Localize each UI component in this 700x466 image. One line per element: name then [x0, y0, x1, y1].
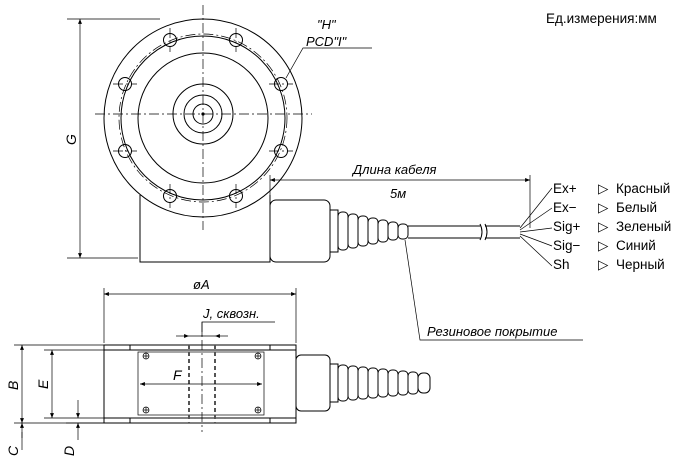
- d-label: D: [61, 446, 77, 456]
- cable-cut: [479, 223, 483, 241]
- wire-signal-shield: Sh: [553, 257, 570, 272]
- a-label: øA: [193, 277, 210, 292]
- g-extension-lines: [67, 18, 160, 259]
- side-strain-relief: [329, 363, 431, 403]
- cable-length-label: Длина кабеля: [351, 162, 437, 177]
- rubber-leader: [404, 239, 583, 341]
- centerlines: [95, 5, 312, 230]
- b-label: B: [5, 381, 21, 390]
- wire-signal-sig-minus: Sig−: [553, 238, 581, 253]
- pcd-leader: [285, 47, 372, 79]
- cable-gland: [269, 199, 331, 263]
- wire-color-red: Красный: [616, 181, 670, 196]
- panel-screws: [142, 352, 262, 414]
- wire-signal-ex-minus: Ex−: [553, 200, 577, 215]
- side-panel: [137, 351, 265, 416]
- e-label: E: [35, 379, 51, 389]
- through-hole-label: J, сквозн.: [202, 306, 260, 321]
- wire-color-black: Черный: [616, 257, 665, 272]
- top-view: "H" PCD"I" G Длина кабеля 5м Резиновое п…: [63, 5, 583, 341]
- strain-relief: [329, 209, 409, 253]
- wire-color-blue: Синий: [616, 238, 656, 253]
- wire-marker-icon: ▷: [598, 238, 609, 253]
- wire-color-green: Зеленый: [616, 219, 671, 234]
- h-label: "H": [317, 17, 337, 32]
- cable: [408, 225, 480, 239]
- wire-legend: Ex+ ▷ Красный Ex− ▷ Белый Sig+ ▷ Зеленый…: [553, 181, 671, 272]
- wire-marker-icon: ▷: [598, 219, 609, 234]
- wire-color-white: Белый: [616, 200, 657, 215]
- wire-fanout: [519, 187, 553, 267]
- wire-marker-icon: ▷: [598, 200, 609, 215]
- cable-extension-lines: [269, 175, 531, 228]
- f-label: F: [173, 367, 183, 383]
- wire-signal-sig-plus: Sig+: [553, 219, 581, 234]
- units-note: Ед.измерения:мм: [546, 11, 657, 26]
- pcd-circle: [118, 33, 288, 203]
- side-view: øA J, сквозн. F B E C D: [5, 277, 431, 456]
- rubber-coating-label: Резиновое покрытие: [427, 324, 557, 339]
- wire-signal-ex-plus: Ex+: [553, 181, 577, 196]
- wire-marker-icon: ▷: [598, 257, 609, 272]
- side-cable-gland: [295, 354, 331, 412]
- cable-length-value: 5м: [390, 186, 406, 201]
- wire-marker-icon: ▷: [598, 181, 609, 196]
- pcd-label: PCD"I": [306, 34, 348, 49]
- g-label: G: [63, 134, 79, 145]
- c-label: C: [5, 445, 21, 456]
- load-ring: [137, 52, 269, 184]
- j-leader: [201, 321, 275, 336]
